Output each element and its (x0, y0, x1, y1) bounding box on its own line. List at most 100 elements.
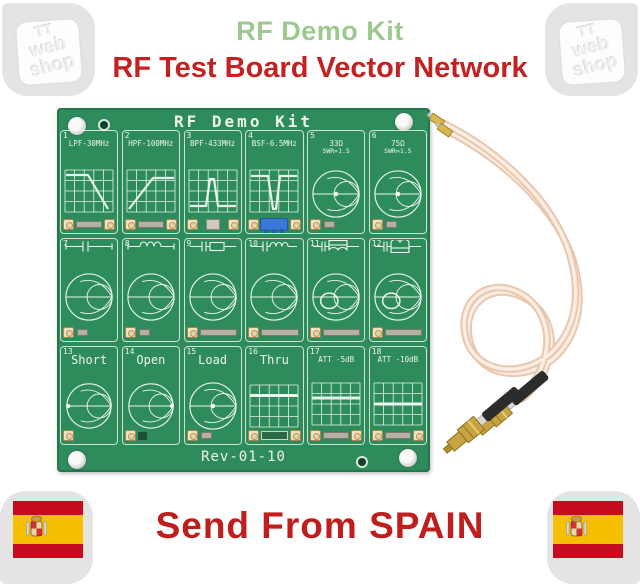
board-silkscreen-title: RF Demo Kit (174, 112, 313, 131)
ceramic-filter-blue (260, 218, 289, 233)
smith-chart-icon (128, 382, 174, 429)
board-cell-7: 7 (60, 238, 119, 342)
smd-components (76, 221, 103, 228)
schematic-symbol-icon (65, 241, 113, 252)
connector-row (310, 218, 362, 231)
cell-label: BPF-433MHz (190, 139, 236, 148)
ufl-connector (371, 327, 383, 338)
smd-component (77, 329, 88, 336)
response-graph-icon (249, 169, 299, 213)
cell-number: 2 (124, 131, 130, 140)
smith-chart-icon (65, 273, 113, 321)
smith-chart-icon (374, 273, 422, 321)
response-graph-icon (64, 169, 114, 213)
connector-row (186, 326, 239, 339)
connector-row (371, 429, 424, 442)
ufl-connector (248, 327, 260, 338)
cell-number: 3 (186, 131, 192, 140)
response-graph-icon (249, 384, 299, 427)
board-cell-11: 11 (307, 238, 366, 342)
smith-chart-icon (66, 382, 112, 429)
mounting-hole (399, 449, 417, 467)
connector-row (248, 429, 301, 442)
smd-components (199, 329, 237, 336)
sma-connector (442, 387, 521, 454)
smith-chart-icon (188, 381, 237, 430)
cell-number: 12 (371, 239, 382, 248)
fiducial-hole (358, 458, 366, 466)
cell-label: 33Ω (329, 139, 343, 148)
cell-number: 17 (310, 347, 320, 356)
ufl-connector (124, 219, 136, 230)
smd-components (137, 221, 164, 228)
cell-label: Thru (259, 353, 289, 367)
ufl-connector (310, 219, 321, 230)
response-graph-icon (373, 382, 423, 426)
connector-row (63, 218, 116, 231)
cell-number: 7 (63, 239, 68, 248)
cell-number: 13 (63, 347, 73, 356)
product-title: RF Demo Kit (236, 16, 404, 46)
response-graph-icon (126, 169, 176, 213)
ufl-connector (289, 219, 301, 230)
mounting-hole (395, 113, 413, 131)
connector-row (248, 326, 300, 339)
cell-number: 5 (310, 131, 315, 140)
cell-label: ATT -10dB (377, 355, 419, 364)
connector-row (124, 429, 177, 442)
board-cell-9: 9 (183, 238, 242, 342)
smd-components (384, 432, 411, 439)
ufl-connector (248, 219, 260, 230)
schematic-symbol-icon (189, 241, 236, 252)
smith-chart-icon (250, 273, 299, 321)
cell-label: 75Ω (391, 139, 405, 148)
smd-components (323, 432, 350, 439)
smd-pad (137, 431, 147, 440)
ufl-connector (310, 430, 321, 441)
connector-row (371, 326, 424, 339)
schematic-symbol-icon (374, 240, 421, 253)
schematic-symbol-icon (127, 241, 175, 250)
cell-label: Short (71, 353, 108, 367)
ttwebshop-watermark-top-left: TT web shop (2, 3, 95, 96)
ufl-connector (289, 430, 301, 441)
connector-row (186, 218, 239, 231)
ufl-connector (124, 430, 136, 441)
ufl-connector (166, 219, 177, 230)
smd-components (261, 329, 299, 336)
coat-of-arms (26, 515, 47, 537)
ttwebshop-watermark-top-right: TT web shop (545, 3, 638, 96)
connector-row (371, 218, 424, 231)
connector-row (186, 429, 239, 442)
smd-component (200, 432, 212, 439)
product-subtitle: RF Test Board Vector Network (112, 52, 528, 84)
board-row-components: 7 8 9 10 11 12 (60, 238, 427, 342)
cell-number: 6 (371, 131, 377, 140)
fiducial-hole (100, 121, 108, 129)
coax-cable (437, 118, 580, 394)
smith-chart-icon (127, 273, 175, 321)
cell-number: 14 (124, 347, 135, 356)
mounting-hole (68, 451, 86, 469)
cell-label: LPF-30MHz (68, 139, 110, 148)
cell-number: 10 (248, 239, 258, 248)
ufl-connector (248, 430, 260, 441)
schematic-symbol-icon (251, 241, 298, 252)
cell-number: 16 (248, 347, 258, 356)
board-cell-12: 12 (368, 238, 427, 342)
sma-connector (470, 371, 549, 438)
response-graph-icon (311, 382, 361, 426)
cell-label: Load (198, 353, 228, 367)
connector-row (63, 429, 115, 442)
smd-component (385, 221, 397, 228)
connector-row (124, 326, 177, 339)
